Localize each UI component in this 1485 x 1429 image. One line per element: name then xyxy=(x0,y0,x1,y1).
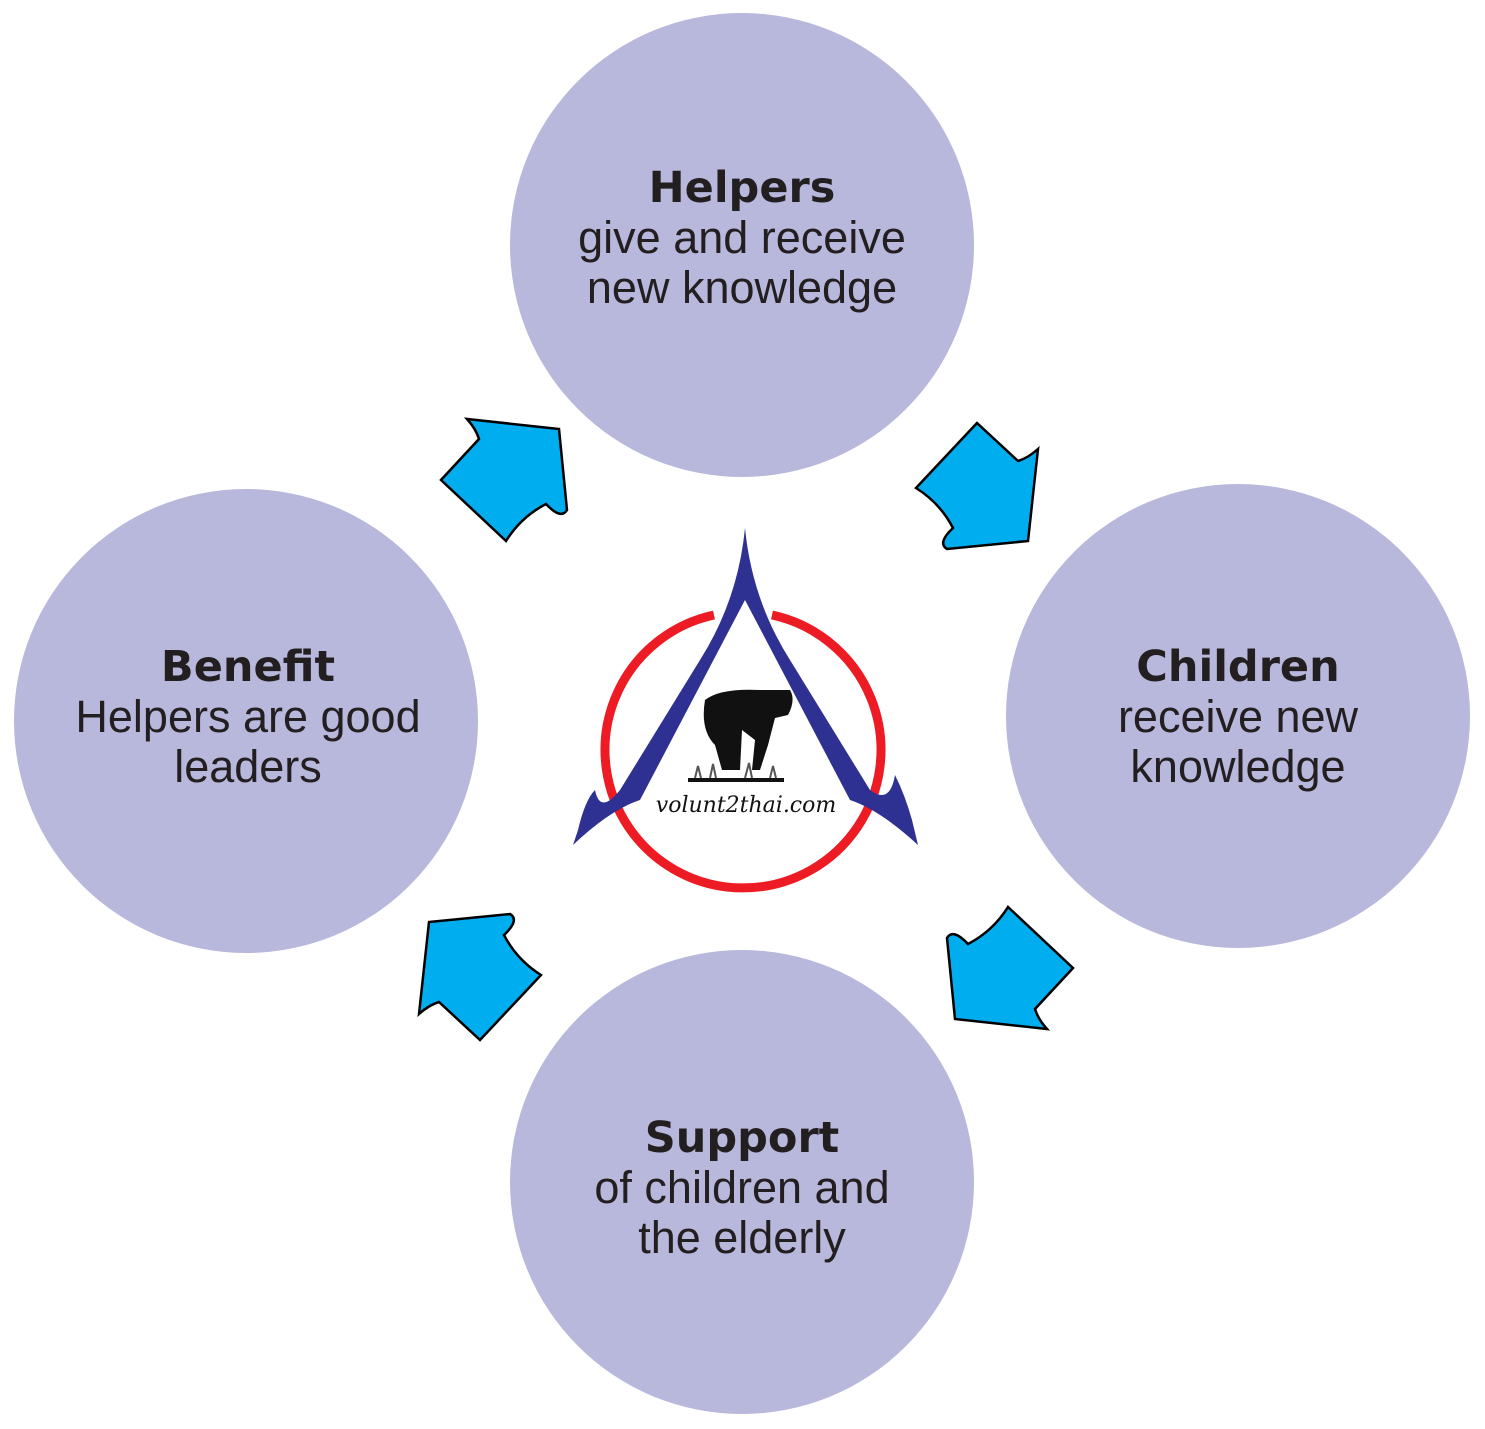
node-desc-line: leaders xyxy=(174,741,322,792)
arrow-benefit-to-helpers xyxy=(439,417,569,543)
farmer-silhouette-icon xyxy=(688,689,793,782)
circle-support xyxy=(510,950,974,1414)
arrow-support-to-benefit xyxy=(417,912,543,1042)
node-title: Benefit xyxy=(160,642,336,692)
node-benefit: Benefit Helpers are good leaders xyxy=(38,642,458,792)
arrow-children-to-support xyxy=(945,905,1075,1031)
logo-red-ring xyxy=(600,610,886,893)
node-title: Helpers xyxy=(648,163,836,213)
node-title: Children xyxy=(1136,642,1340,692)
logo-text: volunt2thai.com xyxy=(656,793,836,818)
node-desc-line: Helpers are good xyxy=(75,691,421,742)
node-desc-line: receive new xyxy=(1117,691,1359,742)
node-children: Children receive new knowledge xyxy=(1028,642,1448,792)
arrow-helpers-to-children xyxy=(914,421,1040,551)
node-desc-line: of children and xyxy=(594,1162,890,1213)
logo: volunt2thai.com xyxy=(573,528,918,893)
logo-blue-roof xyxy=(573,528,918,845)
circle-children xyxy=(1006,484,1470,948)
circle-helpers xyxy=(510,13,974,477)
node-support: Support of children and the elderly xyxy=(532,1113,952,1263)
node-desc-line: give and receive xyxy=(578,212,906,263)
node-desc-line: new knowledge xyxy=(586,262,898,313)
node-desc-line: the elderly xyxy=(638,1212,846,1263)
node-title: Support xyxy=(644,1113,840,1163)
node-helpers: Helpers give and receive new knowledge xyxy=(532,163,952,313)
circle-benefit xyxy=(14,489,478,953)
node-desc-line: knowledge xyxy=(1130,741,1346,792)
